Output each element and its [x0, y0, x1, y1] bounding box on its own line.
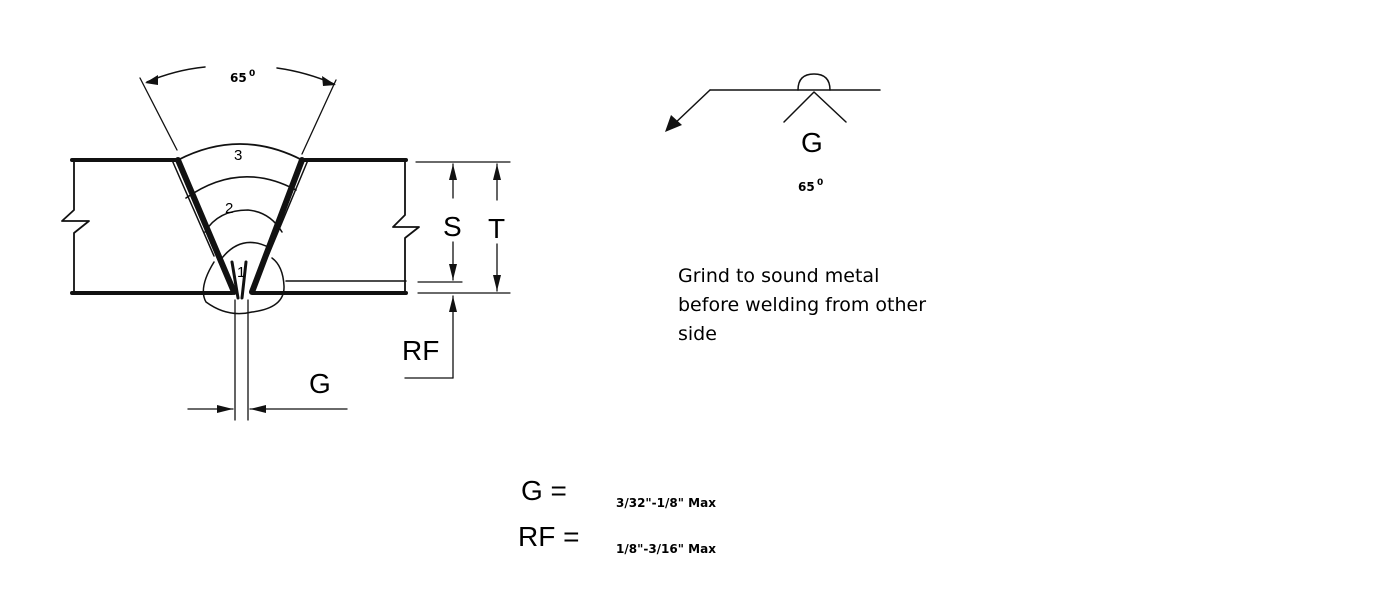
- pass-label-2: 2: [225, 200, 233, 217]
- v-groove-symbol: [783, 91, 847, 123]
- dim-s-label: S: [443, 211, 462, 242]
- spec-rf-value: 1/8"-3/16" Max: [616, 542, 716, 556]
- note-line-3: side: [678, 323, 717, 345]
- groove-angle-value: 65: [230, 71, 247, 85]
- spec-g-label: G =: [521, 475, 567, 506]
- note-line-2: before welding from other: [678, 294, 926, 316]
- spec-rf-label: RF =: [518, 521, 579, 552]
- pass-label-1: 1: [237, 264, 245, 281]
- spec-g-value: 3/32"-1/8" Max: [616, 496, 716, 510]
- welding-symbol: [665, 73, 881, 132]
- symbol-groove-label: G: [801, 127, 823, 158]
- spec-table: G = 3/32"-1/8" Max RF = 1/8"-3/16" Max: [518, 475, 716, 556]
- pass-label-3: 3: [234, 147, 242, 164]
- note-line-1: Grind to sound metal: [678, 265, 879, 287]
- symbol-angle-value: 65: [798, 180, 815, 194]
- weld-note: Grind to sound metal before welding from…: [678, 265, 926, 345]
- weld-cross-section: [61, 66, 511, 421]
- weld-passes: [177, 143, 303, 315]
- symbol-angle-degree: 0: [817, 178, 823, 188]
- dim-rf-label: RF: [402, 335, 439, 366]
- base-plates: [61, 158, 420, 295]
- groove-angle-dimension: [139, 66, 337, 155]
- back-weld-symbol: [797, 73, 831, 91]
- dim-g-label: G: [309, 368, 331, 399]
- dim-t-label: T: [488, 213, 505, 244]
- gap-dimension: [187, 299, 348, 421]
- root-face-dimension: [404, 295, 457, 379]
- groove-angle-degree: 0: [249, 69, 255, 79]
- thickness-dimensions: [415, 161, 511, 294]
